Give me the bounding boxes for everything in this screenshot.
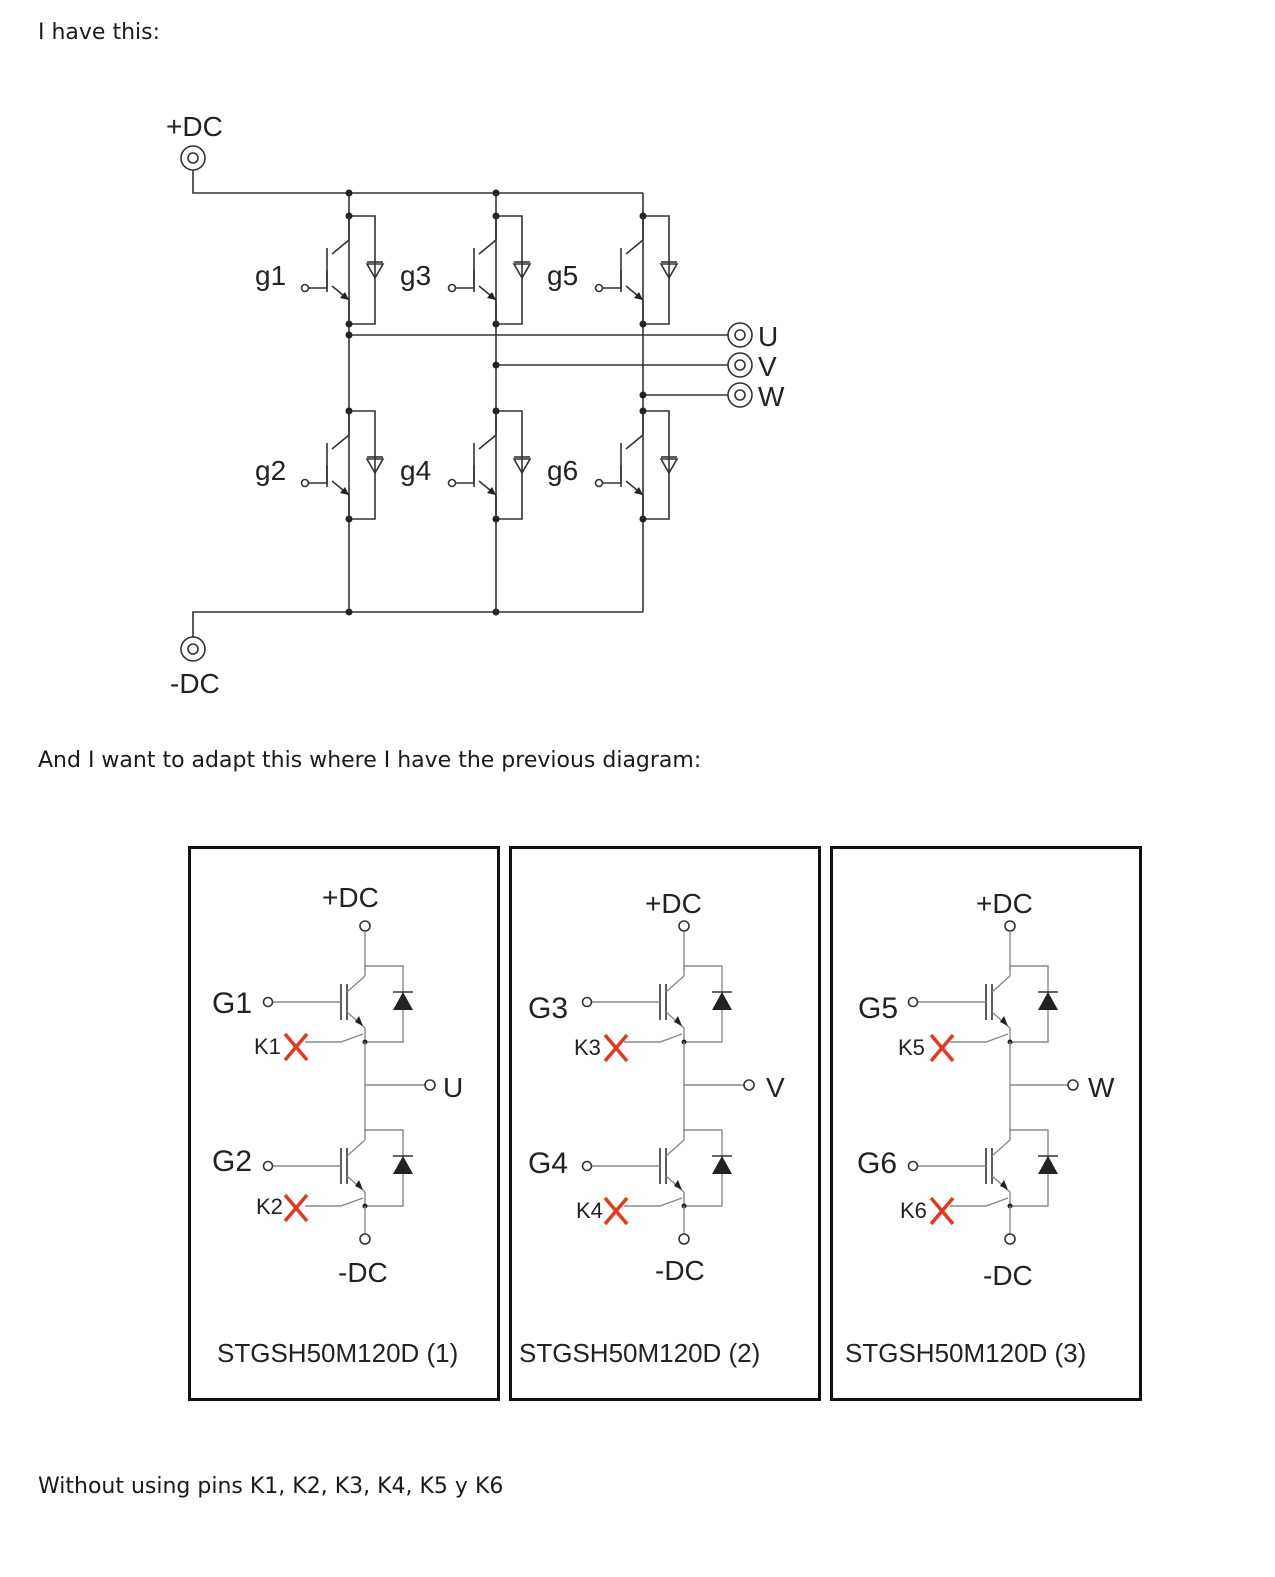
- module-3-kelvin-top-cross: [929, 1033, 955, 1063]
- module-3-dc-minus-pin[interactable]: [1004, 1233, 1016, 1245]
- module-1-dc-minus: -DC: [338, 1257, 388, 1288]
- module-2-title: STGSH50M120D (2): [519, 1338, 760, 1368]
- module-2: +DC V -DC G3 K3 G4 K4 STGSH50M120D (2): [519, 888, 785, 1368]
- module-1-gate-top-label: G1: [212, 987, 252, 1020]
- three-phase-bridge-diagram: +DC -DC U V W: [166, 111, 785, 699]
- module-3-kelvin-bottom-label: K6: [900, 1198, 927, 1223]
- module-box-2: [509, 846, 821, 1401]
- module-2-output-label: V: [766, 1072, 785, 1103]
- module-3-kelvin-bottom-cross: [929, 1196, 955, 1226]
- module-2-gate-top-label: G3: [528, 992, 568, 1025]
- dc-minus-label: -DC: [170, 668, 220, 699]
- output-v-label: V: [758, 351, 777, 382]
- module-2-kelvin-top-label: K3: [574, 1035, 601, 1060]
- module-3-title: STGSH50M120D (3): [845, 1338, 1086, 1368]
- module-1-kelvin-top-label: K1: [254, 1034, 281, 1059]
- output-u-label: U: [758, 321, 778, 352]
- module-2-kelvin-bottom-cross: [603, 1196, 629, 1226]
- module-2-kelvin-top-cross: [603, 1033, 629, 1063]
- module-1-kelvin-top-cross: [283, 1032, 309, 1062]
- module-3-dc-minus: -DC: [983, 1260, 1033, 1291]
- output-terminal-w[interactable]: W: [727, 381, 785, 412]
- module-box-3: [830, 846, 1142, 1401]
- module-2-dc-minus-pin[interactable]: [678, 1233, 690, 1245]
- module-3-dc-plus-pin[interactable]: [1004, 920, 1016, 932]
- module-2-dc-plus: +DC: [645, 888, 702, 919]
- intro-text: I have this:: [38, 20, 161, 45]
- module-1-kelvin-bottom-label: K2: [256, 1194, 283, 1219]
- module-1-gate-bottom-label: G2: [212, 1145, 252, 1178]
- module-3-dc-plus: +DC: [976, 888, 1033, 919]
- module-2-dc-plus-pin[interactable]: [678, 920, 690, 932]
- module-2-output-pin[interactable]: [743, 1079, 755, 1091]
- gate-label-g4: g4: [400, 455, 431, 486]
- module-3-output-label: W: [1088, 1072, 1115, 1103]
- module-3-output-pin[interactable]: [1067, 1079, 1079, 1091]
- module-box-1: [188, 846, 500, 1401]
- module-1-title: STGSH50M120D (1): [217, 1338, 458, 1368]
- module-2-dc-minus: -DC: [655, 1255, 705, 1286]
- module-1-dc-minus-pin[interactable]: [359, 1233, 371, 1245]
- module-2-gate-bottom-label: G4: [528, 1147, 568, 1180]
- gate-label-g5: g5: [547, 260, 578, 291]
- dc-plus-label: +DC: [166, 111, 223, 142]
- module-3: +DC W -DC G5 K5 G6 K6 STGSH50M120D (3): [845, 888, 1115, 1368]
- module-1-kelvin-bottom-cross: [283, 1193, 309, 1223]
- gate-label-g2: g2: [255, 455, 286, 486]
- gate-label-g6: g6: [547, 455, 578, 486]
- gate-label-g3: g3: [400, 260, 431, 291]
- module-2-kelvin-bottom-label: K4: [576, 1198, 603, 1223]
- gate-label-g1: g1: [255, 260, 286, 291]
- module-3-gate-top-label: G5: [858, 992, 898, 1025]
- adapt-text: And I want to adapt this where I have th…: [38, 748, 702, 773]
- module-1: +DC U -DC G1 K1 G2 K2 STGSH50M120D (1): [212, 882, 463, 1368]
- module-1-output-label: U: [443, 1072, 463, 1103]
- output-terminal-v[interactable]: V: [727, 351, 777, 382]
- module-3-kelvin-top-label: K5: [898, 1035, 925, 1060]
- module-1-dc-plus: +DC: [322, 882, 379, 913]
- module-3-gate-bottom-label: G6: [857, 1147, 897, 1180]
- module-1-output-pin[interactable]: [424, 1079, 436, 1091]
- output-terminal-u[interactable]: U: [727, 321, 778, 352]
- module-1-dc-plus-pin[interactable]: [359, 920, 371, 932]
- constraint-text: Without using pins K1, K2, K3, K4, K5 y …: [38, 1474, 504, 1499]
- output-w-label: W: [758, 381, 785, 412]
